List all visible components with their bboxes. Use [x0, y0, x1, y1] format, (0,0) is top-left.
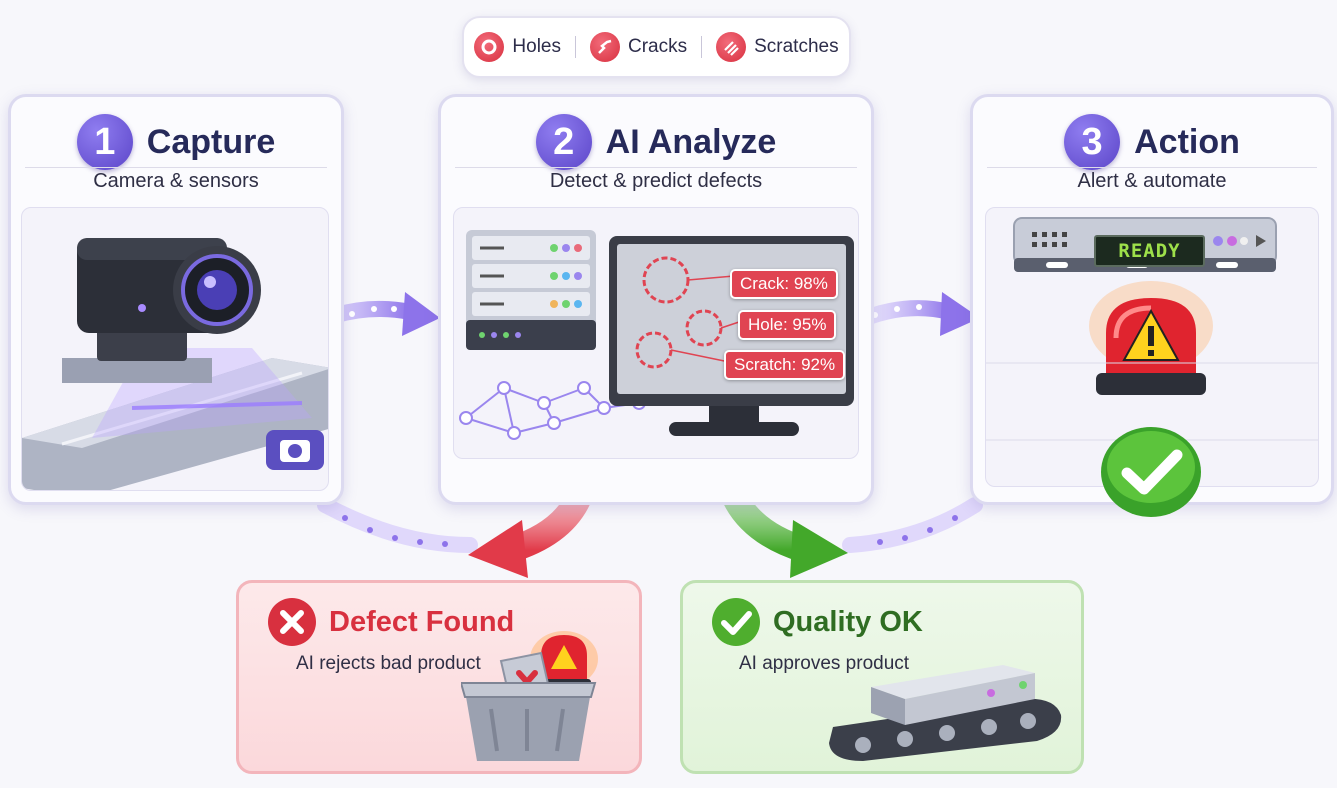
- check-circle-icon: [712, 598, 760, 646]
- step-number: 3: [1064, 114, 1121, 170]
- step-title: Capture: [146, 122, 276, 161]
- legend-label: Holes: [512, 36, 561, 57]
- divider: [987, 167, 1317, 168]
- step-capture-card: 1 Capture Camera & sensors: [8, 94, 344, 505]
- dotted-flow-right: [842, 497, 983, 553]
- defect-type-legend: Holes Cracks Scratches: [462, 16, 851, 78]
- legend-label: Cracks: [627, 36, 688, 57]
- legend-item-scratches: Scratches: [716, 32, 839, 62]
- detection-label-scratch: Scratch: 92%: [724, 350, 846, 380]
- capture-illustration: [21, 207, 329, 491]
- defect-title: Defect Found: [329, 605, 515, 638]
- step-analyze-card: 2 AI Analyze Detect & predict defects: [438, 94, 874, 505]
- error-x-icon: [268, 598, 316, 646]
- conveyor-belt-icon: [829, 665, 1062, 761]
- server-icon: [466, 230, 596, 350]
- step-number: 2: [535, 114, 592, 170]
- step-subtitle: Detect & predict defects: [549, 170, 763, 192]
- legend-item-cracks: Cracks: [589, 32, 688, 62]
- step-action-card: 3 Action Alert & automate: [970, 94, 1334, 517]
- ok-title: Quality OK: [773, 605, 923, 638]
- alarm-light-icon: [1089, 281, 1213, 395]
- divider: [574, 36, 576, 58]
- check-icon: [1101, 427, 1201, 517]
- step-title: AI Analyze: [605, 122, 777, 161]
- defect-subtitle: AI rejects bad product: [296, 653, 481, 674]
- legend-item-holes: Holes: [474, 32, 561, 62]
- analyze-illustration: Crack: 98% Hole: 95% Scratch: 92%: [453, 207, 859, 459]
- quality-ok-card: Quality OK AI approves product: [680, 580, 1084, 774]
- scratch-icon: [716, 32, 747, 62]
- divider: [25, 167, 327, 168]
- reject-bin-icon: [461, 631, 598, 761]
- detection-label-crack: Crack: 98%: [730, 269, 838, 299]
- crack-icon: [589, 32, 620, 62]
- divider: [455, 167, 857, 168]
- step-number: 1: [76, 114, 133, 170]
- step-title: Action: [1134, 122, 1240, 161]
- divider: [701, 36, 703, 58]
- hole-icon: [474, 32, 505, 62]
- defect-found-card: Defect Found AI rejects bad product: [236, 580, 642, 774]
- detection-label-hole: Hole: 95%: [738, 310, 837, 340]
- ok-subtitle: AI approves product: [739, 653, 910, 674]
- legend-label: Scratches: [754, 36, 839, 57]
- step-subtitle: Camera & sensors: [93, 170, 259, 192]
- status-display: READY: [1094, 235, 1205, 267]
- dotted-flow-left: [317, 497, 478, 553]
- step-subtitle: Alert & automate: [1077, 170, 1227, 192]
